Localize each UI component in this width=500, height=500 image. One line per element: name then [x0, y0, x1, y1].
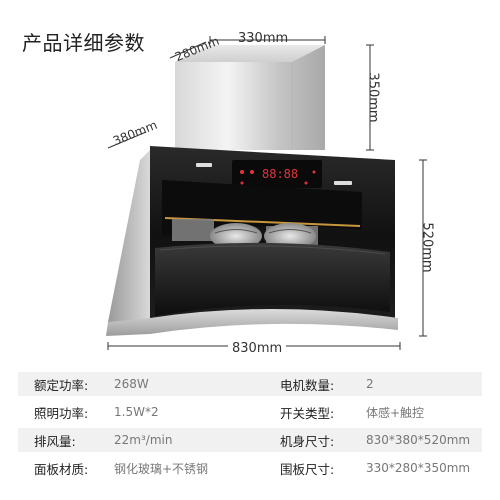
spec-value-rated-power: 268W	[114, 377, 149, 391]
spec-row: 额定功率: 268W 电机数量: 2	[18, 372, 482, 396]
spec-label-switch-type: 开关类型:	[280, 405, 335, 421]
dimension-lines	[107, 36, 427, 350]
fan-left	[210, 223, 262, 249]
spec-cell: 开关类型: 体感+触控	[250, 400, 482, 424]
fan-right	[264, 223, 316, 249]
spec-label-chimney-size: 围板尺寸:	[280, 461, 335, 477]
spec-value-switch-type: 体感+触控	[366, 405, 425, 420]
spec-cell: 额定功率: 268W	[18, 372, 250, 396]
spec-cell: 电机数量: 2	[250, 372, 482, 396]
spec-label-motor-count: 电机数量:	[280, 377, 335, 393]
spec-cell: 排风量: 22m³/min	[18, 428, 250, 452]
range-hood-diagram: 88:88	[106, 31, 435, 356]
chimney	[175, 45, 325, 150]
spec-cell: 围板尺寸: 330*280*350mm	[250, 456, 482, 480]
spec-value-light-power: 1.5W*2	[114, 405, 159, 419]
svg-text:88:88: 88:88	[262, 167, 298, 181]
dim-chimney-width: 330mm	[238, 31, 289, 46]
spec-cell: 照明功率: 1.5W*2	[18, 400, 250, 424]
spec-label-airflow: 排风量:	[34, 433, 76, 449]
dim-body-width: 830mm	[228, 341, 287, 356]
spec-row: 照明功率: 1.5W*2 开关类型: 体感+触控	[18, 400, 482, 424]
spec-row: 面板材质: 钢化玻璃+不锈钢 围板尺寸: 330*280*350mm	[18, 456, 482, 480]
hood-base	[106, 309, 398, 336]
spec-table: 额定功率: 268W 电机数量: 2 照明功率: 1.5W*2 开关类型: 体感…	[18, 372, 482, 484]
spec-label-rated-power: 额定功率:	[34, 377, 89, 393]
spec-cell: 机身尺寸: 830*380*520mm	[250, 428, 482, 452]
spec-value-motor-count: 2	[366, 377, 374, 391]
page-title: 产品详细参数	[22, 31, 145, 56]
spec-row: 排风量: 22m³/min 机身尺寸: 830*380*520mm	[18, 428, 482, 452]
spec-value-panel-material: 钢化玻璃+不锈钢	[114, 461, 209, 476]
spec-label-light-power: 照明功率:	[34, 405, 89, 421]
dim-chimney-height: 350mm	[365, 72, 381, 123]
control-display: 88:88	[232, 160, 322, 188]
spec-value-airflow: 22m³/min	[114, 433, 173, 447]
dim-body-height: 520mm	[419, 222, 435, 273]
spec-value-body-size: 830*380*520mm	[366, 433, 471, 447]
spec-label-panel-material: 面板材质:	[34, 461, 89, 477]
range-hood-illustration: 88:88	[106, 36, 427, 350]
spec-cell: 面板材质: 钢化玻璃+不锈钢	[18, 456, 250, 480]
hood-panel: 88:88	[150, 146, 395, 326]
spec-value-chimney-size: 330*280*350mm	[366, 461, 471, 475]
spec-label-body-size: 机身尺寸:	[280, 433, 335, 449]
hood-side	[108, 150, 150, 330]
